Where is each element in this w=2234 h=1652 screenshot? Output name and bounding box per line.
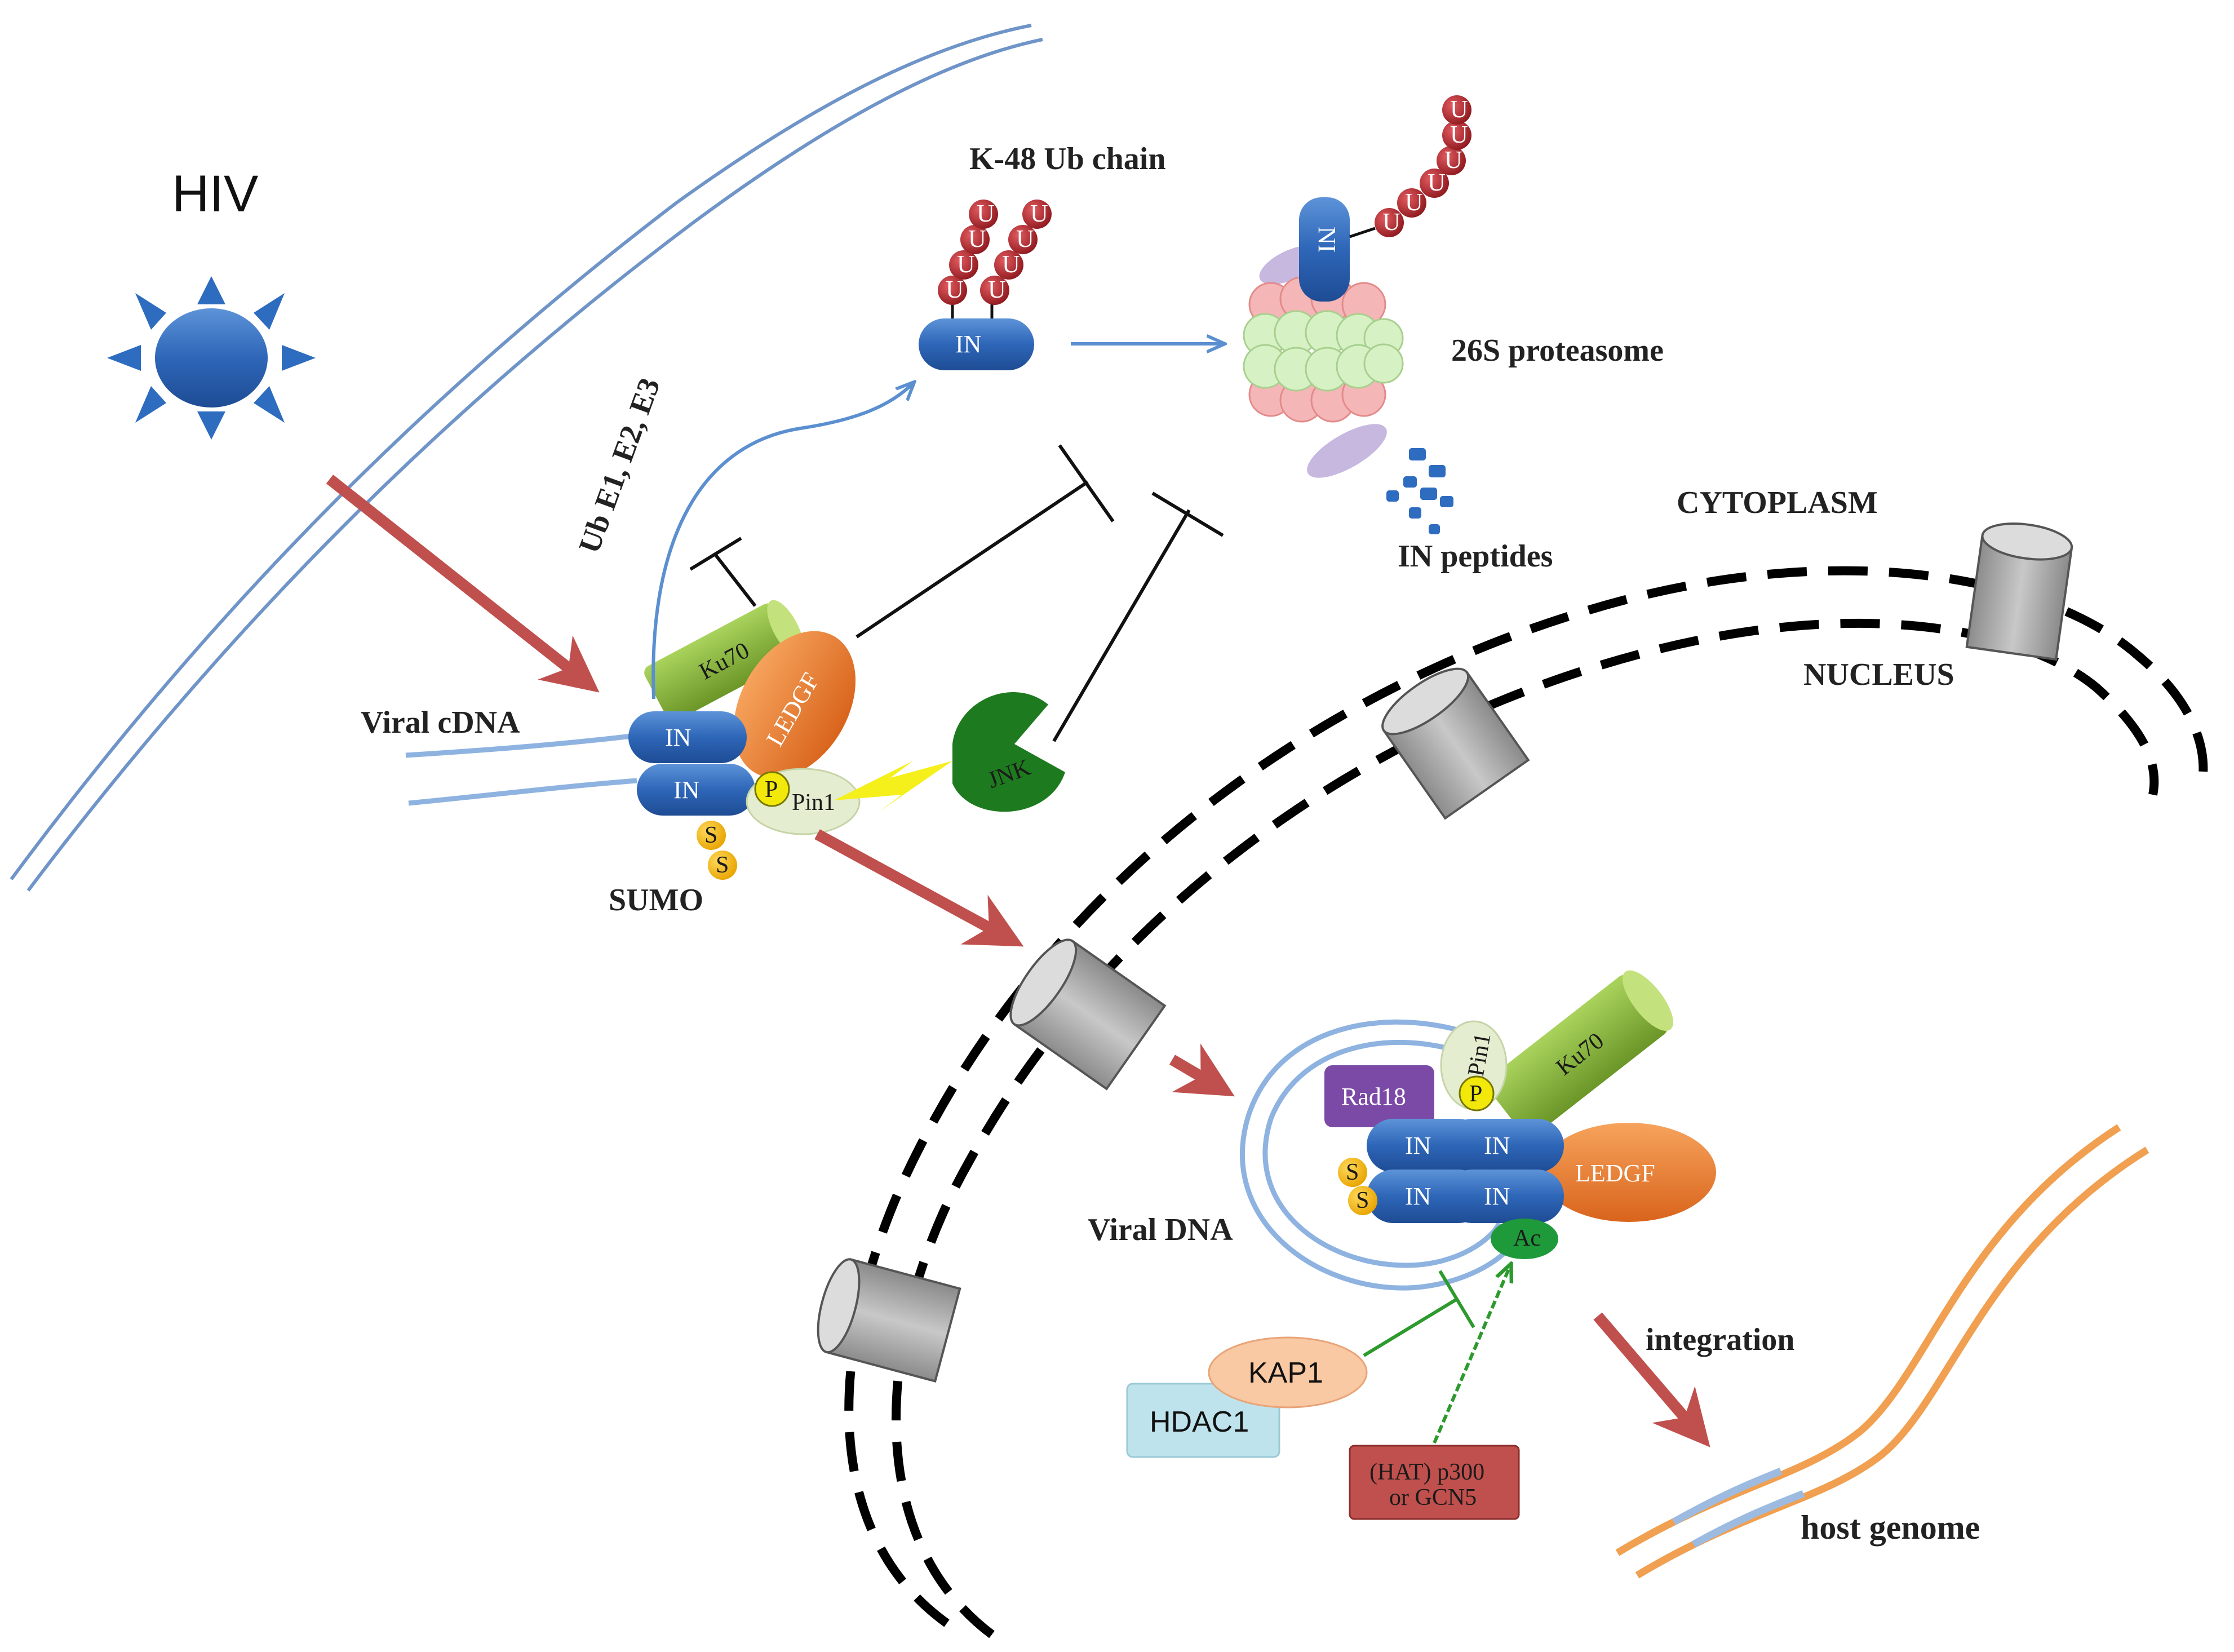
sumo-nuc-1-label: S [1346, 1159, 1359, 1185]
viral-cdna-label: Viral cDNA [361, 705, 520, 740]
in-peptides [1386, 448, 1453, 534]
phospho-nuc [1459, 1075, 1495, 1111]
pub-6: U [1450, 95, 1468, 123]
pub-2: U [1405, 188, 1423, 216]
nucleus-label: NUCLEUS [1803, 657, 1954, 692]
sumo-nuc-2: S [1348, 1186, 1377, 1215]
ub-6: U [1002, 250, 1020, 278]
ubiquitination-arrow [651, 383, 913, 699]
pub-4: U [1444, 146, 1462, 174]
acetyl-mark [1491, 1219, 1558, 1259]
cell-membrane [10, 24, 1043, 892]
k48-chain-label: K-48 Ub chain [969, 141, 1166, 176]
hiv-virion-icon [107, 276, 316, 440]
proteasome-in-label: NI [1313, 227, 1341, 253]
ub-in: IN [919, 299, 1034, 370]
hdac1-label: HDAC1 [1150, 1406, 1249, 1438]
ub-2: U [957, 250, 975, 278]
ledgf-nuc-label: LEDGF [1575, 1159, 1655, 1187]
in-nuc-3-label: IN [1405, 1182, 1431, 1210]
pub-5: U [1450, 121, 1468, 148]
pin1-cyto-label: Pin1 [792, 790, 835, 816]
in-nuc-1-label: IN [1405, 1132, 1431, 1159]
sumo-nuc-1: S [1338, 1158, 1367, 1187]
jnk-enzyme [952, 692, 1065, 812]
ub-5: U [988, 276, 1006, 303]
viral-dna-label: Viral DNA [1088, 1212, 1233, 1247]
hat-activation-arrow [1433, 1265, 1510, 1444]
lightning-icon [834, 761, 952, 812]
rad18 [1324, 1065, 1434, 1127]
proteasome-26s: NI U U U U U U [1243, 95, 1471, 478]
kap1-inhibition [1363, 1270, 1475, 1357]
integration-label: integration [1646, 1322, 1794, 1357]
ub-4: U [977, 200, 995, 227]
in-cyto-bottom: IN [637, 764, 755, 816]
rad18-label: Rad18 [1341, 1083, 1406, 1110]
ub-enzymes-label: Ub E1, E2, E3 [572, 374, 667, 557]
sumo-nuc-2-label: S [1356, 1188, 1369, 1213]
pub-3: U [1428, 169, 1446, 196]
acetyl-label: Ac [1513, 1225, 1541, 1251]
nuclear-pore-4 [817, 1258, 961, 1383]
ledgf-inhibition [856, 444, 1115, 639]
ub-1: U [946, 276, 964, 303]
in-cyto-bottom-label: IN [673, 776, 699, 804]
ledgf-cyto: LEDGF [733, 631, 856, 778]
nuclear-import-arrow [814, 829, 1024, 947]
in-nuc-4-label: IN [1484, 1182, 1510, 1210]
ku70-inhibition [689, 537, 757, 607]
host-genome [1615, 1124, 2149, 1579]
hdac1 [1126, 1383, 1280, 1458]
hiv-label: HIV [172, 165, 258, 223]
sumo-label: SUMO [609, 883, 703, 918]
cytoplasm-label: CYTOPLASM [1677, 485, 1878, 520]
kap1-label: KAP1 [1248, 1357, 1323, 1389]
hat-label-line1: (HAT) p300 [1369, 1459, 1484, 1485]
sumo-cyto-2-label: S [716, 852, 729, 878]
ub-8: U [1030, 200, 1048, 227]
in-cyto-top-label: IN [665, 724, 691, 751]
entry-arrow [326, 475, 600, 693]
proteasome-label: 26S proteasome [1451, 333, 1664, 368]
ub-in-label: IN [955, 330, 981, 358]
ku70-nuc: Ku70 [1486, 970, 1673, 1137]
jnk-inhibition [1052, 491, 1224, 742]
integration-arrow [1593, 1312, 1710, 1447]
sumo-cyto-1: S [697, 821, 726, 850]
phospho-nuc-label: P [1469, 1081, 1482, 1107]
pore-to-nucleus-arrow [1169, 1043, 1235, 1097]
in-nuc-2-label: IN [1484, 1132, 1510, 1159]
viral-cdna-strands [405, 733, 637, 806]
kap1 [1208, 1336, 1368, 1409]
in-cyto-top: IN [628, 711, 747, 763]
ledgf-nuc [1541, 1123, 1716, 1222]
phospho-cyto-label: P [765, 777, 778, 803]
sumo-cyto-2: S [708, 851, 737, 880]
ub-3: U [968, 225, 986, 253]
viral-dna-circle [1239, 1019, 1519, 1291]
nuclear-pore-1 [1965, 522, 2073, 661]
in-nuc-4: IN [1446, 1170, 1564, 1223]
in-nuc-2: IN [1446, 1119, 1564, 1172]
hat-label-line2: or GCN5 [1389, 1485, 1477, 1511]
hat-p300-gcn5 [1349, 1445, 1520, 1520]
k48-ub-chain: U U U U U U U U [938, 200, 1052, 305]
sumo-cyto-1-label: S [704, 822, 717, 848]
nuclear-pore-3 [1009, 938, 1167, 1091]
nuclear-pore-2 [1381, 667, 1530, 820]
proteasome-ub-chain: U U U U U U [1375, 95, 1471, 237]
host-genome-label: host genome [1801, 1509, 1980, 1546]
pub-1: U [1382, 208, 1400, 236]
in-peptides-label: IN peptides [1398, 539, 1553, 574]
phospho-cyto [754, 771, 790, 807]
ub-7: U [1016, 225, 1034, 253]
